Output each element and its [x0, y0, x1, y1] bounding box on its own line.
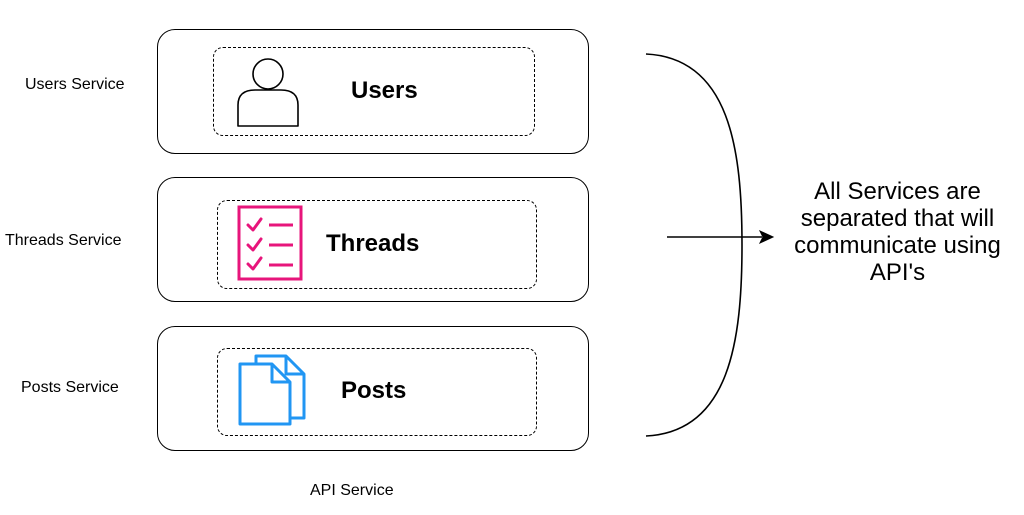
threads-title: Threads — [326, 230, 420, 257]
users-service-box: Users — [157, 29, 589, 154]
summary-line-1: All Services are — [814, 178, 981, 205]
posts-service-label: Posts Service — [21, 379, 119, 396]
summary-text: All Services are separated that will com… — [770, 178, 1024, 286]
summary-line-4: API's — [869, 259, 926, 286]
posts-inner-box — [217, 348, 537, 436]
summary-line-2: separated that will — [800, 205, 995, 232]
threads-service-label: Threads Service — [5, 232, 122, 249]
summary-line-3: communicate using — [794, 232, 1001, 259]
users-title: Users — [351, 77, 418, 104]
api-service-caption: API Service — [310, 482, 394, 499]
grouping-bracket — [645, 53, 743, 437]
posts-title: Posts — [341, 377, 407, 404]
posts-service-box: Posts — [157, 326, 589, 451]
arrow-head — [758, 229, 775, 245]
checklist-icon — [237, 205, 303, 281]
users-inner-box — [213, 47, 535, 136]
users-service-label: Users Service — [25, 76, 125, 93]
user-icon — [237, 58, 299, 127]
documents-icon — [238, 354, 306, 426]
threads-inner-box — [217, 200, 537, 289]
threads-service-box: Threads — [157, 177, 589, 302]
